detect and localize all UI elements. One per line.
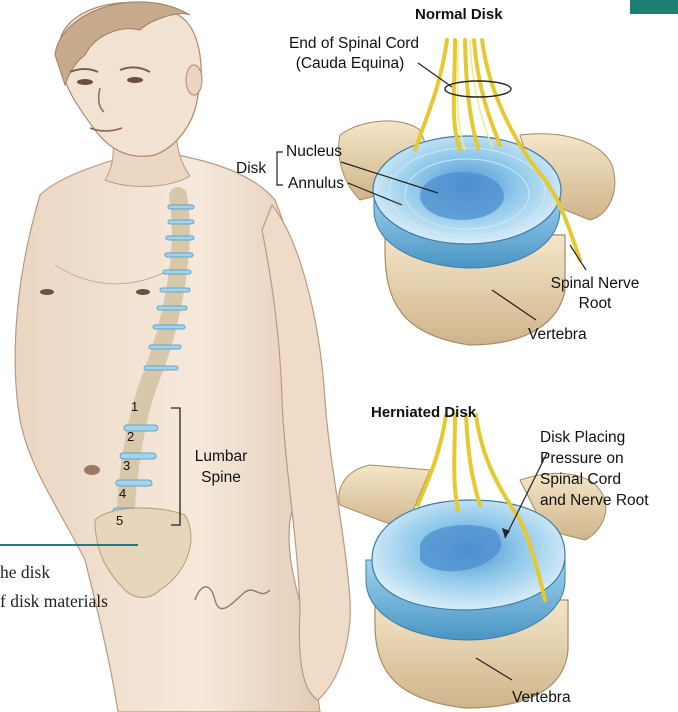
pressure-label-line3: Spinal Cord: [540, 470, 621, 490]
caption-rule: [0, 544, 138, 546]
accent-corner: [630, 0, 678, 14]
normal-disk-title: Normal Disk: [415, 5, 503, 25]
vertebra-number-1: 1: [131, 397, 138, 417]
vertebra-number-2: 2: [127, 427, 134, 447]
vertebra-label-normal: Vertebra: [528, 325, 587, 345]
spinal-nerve-root-label-line2: Root: [530, 294, 660, 314]
annulus-label: Annulus: [288, 174, 344, 194]
caption-line-1: he disk: [0, 562, 50, 583]
pressure-label-line4: and Nerve Root: [540, 491, 649, 511]
vertebra-number-3: 3: [123, 456, 130, 476]
vertebra-label-herniated: Vertebra: [512, 688, 571, 708]
vertebra-number-4: 4: [119, 484, 126, 504]
lumbar-label: Lumbar: [185, 447, 257, 467]
end-of-spinal-cord-label: End of Spinal Cord: [256, 34, 452, 54]
pressure-label-line1: Disk Placing: [540, 428, 625, 448]
pressure-label-line2: Pressure on: [540, 449, 624, 469]
disk-label: Disk: [236, 159, 266, 179]
nucleus-label: Nucleus: [286, 142, 342, 162]
spinal-nerve-root-label: Spinal Nerve: [530, 274, 660, 294]
herniated-disk-title: Herniated Disk: [371, 403, 476, 423]
spine-label: Spine: [185, 468, 257, 488]
vertebra-number-5: 5: [116, 511, 123, 531]
cauda-equina-label: (Cauda Equina): [270, 54, 430, 74]
caption-line-2: f disk materials: [0, 591, 108, 612]
